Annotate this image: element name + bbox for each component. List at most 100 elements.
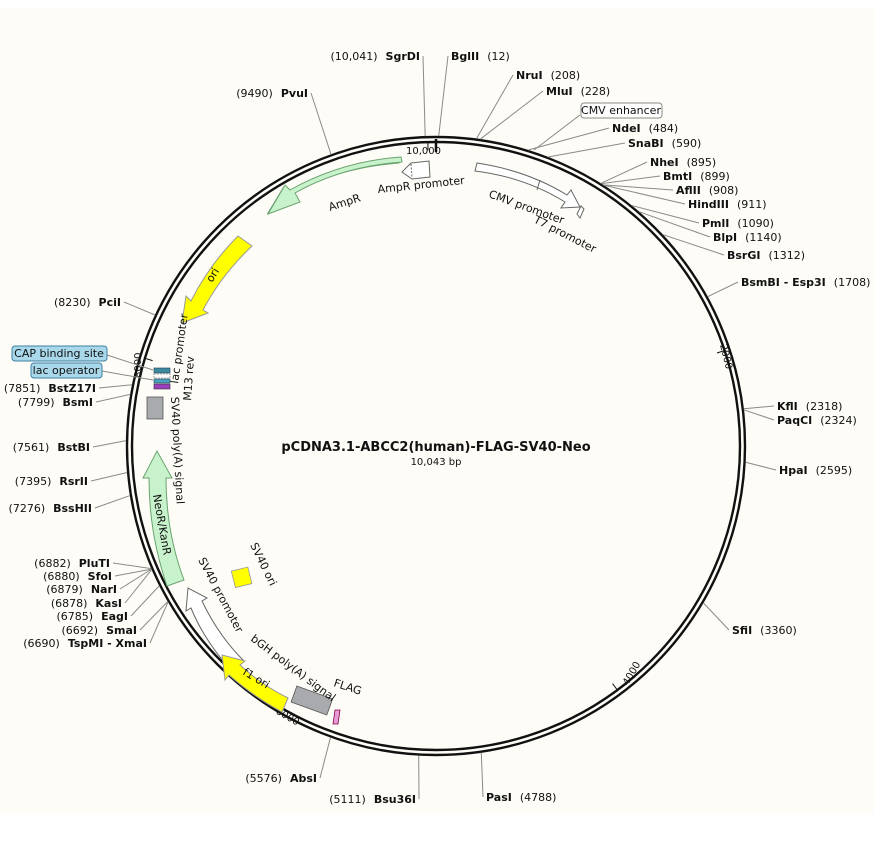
site-label-kfli[interactable]: KflI (2318) — [777, 397, 842, 414]
site-name: BsrGI — [727, 249, 760, 262]
site-label-bsu36i[interactable]: (5111) Bsu36I — [329, 790, 416, 807]
site-leader-pluti — [112, 562, 152, 570]
site-label-smai[interactable]: (6692) SmaI — [62, 621, 137, 638]
site-label-pluti[interactable]: (6882) PluTI — [34, 554, 110, 571]
feature-label-sv40-polya: SV40 poly(A) signal — [168, 396, 187, 504]
site-name: HindIII — [688, 198, 729, 211]
site-position: (9490) — [236, 87, 273, 100]
lac-promoter-feature — [153, 373, 171, 379]
site-name: BssHII — [53, 502, 92, 515]
site-leader-snabi — [548, 142, 626, 158]
lac-operator-feature — [153, 378, 171, 384]
site-label-hpai[interactable]: HpaI (2595) — [779, 461, 852, 478]
site-position: (6690) — [23, 637, 60, 650]
site-label-aflii[interactable]: AflII (908) — [676, 181, 738, 198]
site-label-sfii[interactable]: SfiI (3360) — [732, 621, 797, 638]
site-position: (5576) — [245, 772, 282, 785]
site-label-eagi[interactable]: (6785) EagI — [57, 607, 128, 624]
site-label-kasi[interactable]: (6878) KasI — [51, 594, 122, 611]
site-name: SfiI — [732, 624, 752, 637]
sv40-polya-feature — [146, 396, 164, 420]
site-name: SgrDI — [386, 50, 420, 63]
site-label-sfoi[interactable]: (6880) SfoI — [43, 567, 112, 584]
site-leader-aflii — [602, 184, 674, 191]
site-label-bsrgi[interactable]: BsrGI (1312) — [727, 246, 805, 263]
site-label-hindiii[interactable]: HindIII (911) — [688, 195, 767, 212]
site-label-bsmbi-esp3i[interactable]: BsmBI - Esp3I (1708) — [741, 273, 870, 290]
site-label-ndei[interactable]: NdeI (484) — [612, 119, 678, 136]
site-label-snabi[interactable]: SnaBI (590) — [628, 134, 701, 151]
site-leader-hpai — [745, 461, 777, 471]
site-label-blpi[interactable]: BlpI (1140) — [713, 228, 782, 245]
site-label-nari[interactable]: (6879) NarI — [46, 580, 117, 597]
site-position: (911) — [737, 198, 767, 211]
site-label-pmli[interactable]: PmlI (1090) — [702, 214, 774, 231]
site-position: (228) — [581, 85, 611, 98]
site-label-pvui[interactable]: (9490) PvuI — [236, 84, 308, 101]
site-label-bsshii[interactable]: (7276) BssHII — [9, 499, 92, 516]
site-label-tspmi-xmai[interactable]: (6690) TspMI - XmaI — [23, 634, 147, 651]
lac-operator-box — [30, 362, 103, 379]
site-position: (899) — [700, 170, 730, 183]
site-position: (2595) — [816, 464, 853, 477]
site-position: (895) — [687, 156, 717, 169]
site-name: MluI — [546, 85, 573, 98]
site-leader-hindiii — [603, 184, 686, 205]
site-name: BstZ17I — [48, 382, 96, 395]
site-position: (4788) — [520, 791, 557, 804]
site-name: PluTI — [79, 557, 110, 570]
site-leader-rsrii — [90, 471, 128, 482]
site-label-pasi[interactable]: PasI (4788) — [486, 788, 556, 805]
site-leader-bstz17i — [98, 384, 133, 389]
cap-binding-site-label: CAP binding site — [14, 347, 104, 360]
site-leader-bsmi — [95, 393, 131, 403]
site-leader-tspmi-xmai — [149, 601, 169, 644]
site-label-nrui[interactable]: NruI (208) — [516, 66, 580, 83]
site-leader-absi — [319, 737, 331, 779]
site-label-bstz17i[interactable]: (7851) BstZ17I — [4, 379, 96, 396]
site-label-bstbi[interactable]: (7561) BstBI — [13, 438, 90, 455]
site-name: BsmI — [63, 396, 94, 409]
site-leader-nrui — [476, 74, 514, 139]
site-name: AflII — [676, 184, 701, 197]
cmv-enhancer-box — [580, 102, 663, 119]
site-position: (208) — [551, 69, 581, 82]
sv40-ori-feature — [230, 566, 253, 589]
site-name: NarI — [91, 583, 117, 596]
site-name: NdeI — [612, 122, 641, 135]
site-label-rsrii[interactable]: (7395) RsrII — [15, 472, 88, 489]
sv40-promoter-arrow — [185, 587, 244, 670]
site-leader-pmli — [631, 204, 700, 224]
site-position: (6878) — [51, 597, 88, 610]
site-name: PaqCI — [777, 414, 812, 427]
tick-mark-8000 — [144, 357, 153, 362]
site-leader-sfoi — [114, 568, 152, 577]
site-label-bmti[interactable]: BmtI (899) — [663, 167, 730, 184]
site-leader-eagi — [130, 585, 160, 617]
site-label-paqci[interactable]: PaqCI (2324) — [777, 411, 857, 428]
site-name: NruI — [516, 69, 543, 82]
site-label-bsmi[interactable]: (7799) BsmI — [18, 393, 93, 410]
cmv-enhancer-leader — [533, 114, 581, 151]
site-position: (6692) — [62, 624, 99, 637]
site-position: (2324) — [820, 414, 857, 427]
site-name: BlpI — [713, 231, 737, 244]
site-label-nhei[interactable]: NheI (895) — [650, 153, 716, 170]
site-leader-bsshii — [94, 495, 131, 509]
site-leader-bmti — [601, 175, 661, 185]
site-label-sgrdi[interactable]: (10,041) SgrDI — [330, 47, 420, 64]
site-label-absi[interactable]: (5576) AbsI — [245, 769, 317, 786]
feature-label-ori: ori — [204, 266, 223, 285]
cap-binding-leader — [106, 354, 154, 371]
site-position: (5111) — [329, 793, 366, 806]
tick-mark-2000 — [716, 350, 725, 354]
site-leader-paqci — [743, 409, 775, 421]
site-label-mlui[interactable]: MluI (228) — [546, 82, 610, 99]
neor-kanr-arrow — [142, 449, 185, 587]
tick-mark-4000 — [612, 683, 618, 691]
cmv-enhancer-label: CMV enhancer — [581, 104, 661, 117]
site-label-bglii[interactable]: BglII (12) — [451, 47, 510, 64]
site-position: (6785) — [57, 610, 94, 623]
site-label-pcii[interactable]: (8230) PciI — [54, 293, 121, 310]
